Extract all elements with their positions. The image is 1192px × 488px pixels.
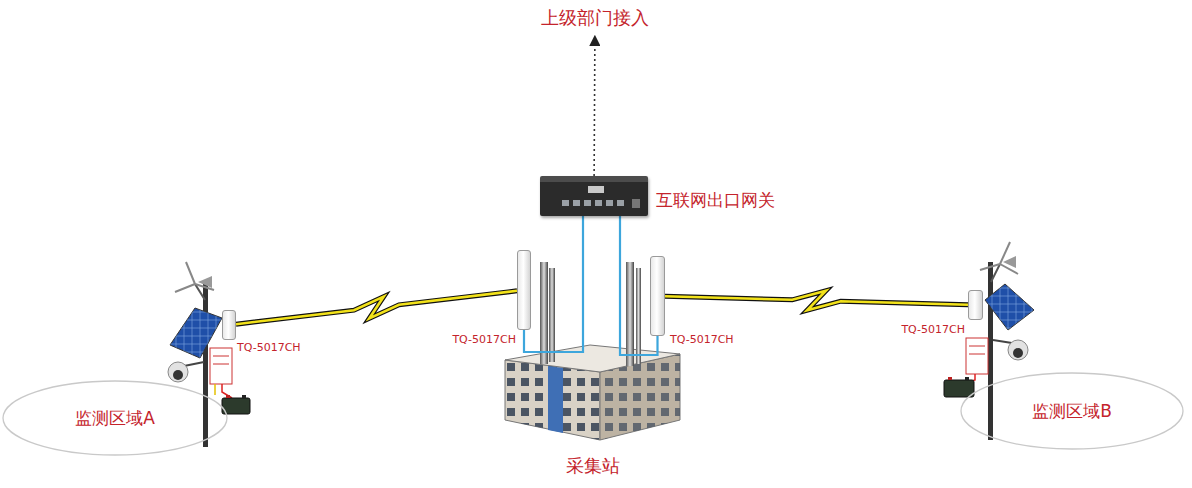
node-label: 监测区域A	[75, 408, 155, 428]
connector-path	[593, 37, 595, 176]
battery-terminal	[965, 377, 969, 380]
link-outline	[665, 291, 968, 310]
node-label: TQ-5017CH	[452, 333, 516, 346]
right-station	[944, 242, 1034, 440]
node-label: 采集站	[566, 455, 620, 477]
uplink-arrow	[594, 37, 596, 176]
antenna-pole	[549, 268, 555, 362]
text-node: 上级部门接入	[521, 0, 669, 37]
camera-lens	[173, 370, 183, 380]
control-box-detail	[213, 356, 229, 357]
region-ellipse: 监测区域A	[2, 380, 228, 456]
antenna-node: TQ-5017CH	[968, 290, 983, 320]
control-box	[966, 338, 988, 374]
turbine-blade	[980, 264, 1000, 270]
network-cable	[524, 216, 583, 352]
device-port	[584, 200, 591, 206]
control-box-detail	[213, 364, 229, 365]
power-wire	[214, 384, 216, 395]
node-label: TQ-5017CH	[670, 333, 734, 346]
region-ellipse: 监测区域B	[960, 372, 1184, 450]
battery	[222, 398, 250, 414]
device-port	[595, 200, 602, 206]
device-port	[617, 200, 624, 206]
device-panel	[540, 182, 648, 216]
device-port	[606, 200, 613, 206]
link-bolt	[236, 291, 517, 324]
camera-lens	[1013, 348, 1023, 358]
camera	[168, 362, 188, 382]
device-display	[588, 186, 604, 193]
control-box-detail	[969, 354, 985, 355]
link-outline	[236, 291, 517, 324]
wireless-link	[665, 291, 968, 310]
building-stairwell	[548, 366, 563, 433]
pole	[203, 282, 208, 447]
camera	[1008, 340, 1028, 360]
building	[505, 345, 680, 440]
power-wire	[222, 384, 232, 398]
building-windows	[505, 360, 600, 440]
region-ellipse-shape	[961, 373, 1183, 449]
turbine-tail	[198, 276, 212, 288]
antenna-pole	[540, 262, 548, 364]
device-port	[632, 199, 640, 208]
antenna-pole	[626, 262, 634, 366]
camera-bracket	[993, 340, 1012, 343]
region-ellipse-shape	[3, 381, 227, 455]
device-node: 互联网出口网关	[540, 176, 648, 216]
control-box	[210, 348, 232, 384]
building-node: 采集站	[505, 342, 681, 442]
antenna-node: TQ-5017CH	[222, 310, 236, 340]
battery-terminal	[948, 377, 952, 380]
antenna-node: TQ-5017CH	[650, 256, 665, 336]
battery-terminal	[226, 395, 230, 398]
battery-terminal	[242, 395, 246, 398]
turbine-tail	[1003, 256, 1016, 268]
turbine-blade	[186, 262, 195, 284]
left-station	[168, 262, 250, 447]
node-label: 上级部门接入	[541, 7, 649, 29]
solar-panel	[985, 284, 1034, 330]
node-label: TQ-5017CH	[901, 323, 965, 336]
wireless-link	[236, 291, 517, 324]
node-label: 互联网出口网关	[656, 190, 775, 210]
device-port	[573, 200, 580, 206]
antenna-pole	[636, 268, 641, 364]
link-bolt	[665, 291, 968, 310]
pole	[988, 262, 993, 440]
turbine-blade	[175, 284, 195, 292]
connector-path	[524, 216, 583, 352]
camera-bracket	[184, 362, 204, 366]
node-label: TQ-5017CH	[237, 341, 301, 354]
battery	[944, 380, 974, 397]
solar-grid	[985, 284, 1034, 330]
device-port	[562, 200, 569, 206]
building-front	[505, 360, 600, 440]
antenna-node: TQ-5017CH	[517, 250, 531, 330]
building-roof	[505, 345, 680, 372]
node-label: 监测区域B	[1032, 401, 1112, 421]
control-box-detail	[969, 346, 985, 347]
